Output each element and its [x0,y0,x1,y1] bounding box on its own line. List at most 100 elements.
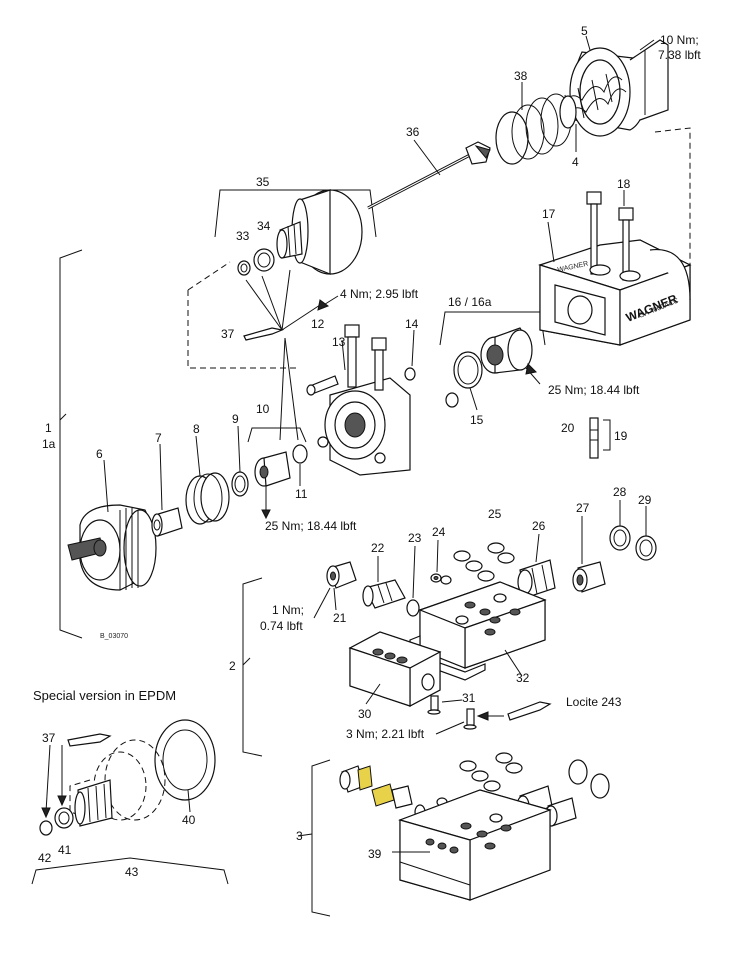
label-24: 24 [432,525,446,539]
part-epdm-piston [74,779,113,827]
label-17: 17 [542,207,556,221]
part-18-screws [586,191,641,282]
notes: Locite 243 Special version in EPDM B_030… [33,633,622,709]
part-41-oring [54,807,74,829]
bracket-group-35 [214,189,377,238]
label-33: 33 [236,229,250,243]
leader-lines [103,35,655,853]
bracket-group-2 [242,577,263,757]
label-1-1a: 1 1a [42,421,56,451]
part-40-seal [154,719,216,801]
torque-5: 10 Nm; 7.38 lbft [658,33,702,62]
part-7-nozzle [151,507,183,537]
label-14: 14 [405,317,419,331]
part-38-spring [495,93,577,165]
bracket-group-10 [247,427,307,443]
part-42-oring [39,820,53,836]
label-37a: 37 [221,327,235,341]
label-1a: 1a [42,437,56,451]
part-37-tube-epdm [67,733,112,747]
arrows-37 [245,269,321,441]
arrow-12 [317,295,339,311]
part-group3-valve [339,765,426,820]
label-9: 9 [232,412,239,426]
label-23: 23 [408,531,422,545]
label-41: 41 [58,843,72,857]
arrows-37-epdm [41,744,67,819]
part-34-oring [253,248,275,272]
label-11: 11 [295,487,308,501]
torque-12: 4 Nm; 2.95 lbft [340,287,419,301]
part-10-fitting [254,451,291,487]
part-20-pin [589,417,599,459]
label-43: 43 [125,865,139,879]
label-15: 15 [470,413,484,427]
label-16: 16 / 16a [448,295,492,309]
label-4: 4 [572,155,579,169]
torque-5-line2: 7.38 lbft [658,48,701,62]
torque-21-line2: 0.74 lbft [260,619,303,633]
label-20: 20 [561,421,575,435]
part-27-fitting [572,561,606,593]
label-21: 21 [333,611,347,625]
label-10: 10 [256,402,270,416]
figure-id: B_03070 [100,633,128,640]
loctite-note: Locite 243 [566,695,622,709]
part-5-housing [569,39,669,137]
label-2: 2 [229,659,236,673]
torque-21: 1 Nm; 0.74 lbft [260,603,307,633]
label-3: 3 [296,829,303,843]
part-36-needle [367,141,491,210]
label-36: 36 [406,125,420,139]
part-12-screw [306,375,339,396]
label-29: 29 [638,493,652,507]
part-14-oring [404,367,416,381]
label-32: 32 [516,671,530,685]
label-38: 38 [514,69,528,83]
part-35-piston [276,189,363,275]
label-35: 35 [256,175,270,189]
label-12: 12 [311,317,325,331]
part-33-oring [237,260,251,276]
bracket-group-3 [311,759,331,917]
part-15-oring [445,351,483,408]
label-25: 25 [488,507,502,521]
arrow-10-torque [261,486,271,520]
part-30-block [348,631,442,707]
part-17-body: WAGNER GA 4000ACC WAGNER [538,239,692,346]
label-13: 13 [332,335,346,349]
part-39-block [398,789,552,901]
part-24-25-rings [430,542,515,585]
label-6: 6 [96,447,103,461]
part-29-oring [635,535,657,561]
torque-21-line1: 1 Nm; [272,603,304,617]
label-37b: 37 [42,731,56,745]
label-42: 42 [38,851,52,865]
part-37-grease-tube [243,327,285,341]
label-28: 28 [613,485,627,499]
part-loctite-tube [476,701,552,721]
label-1: 1 [45,421,52,435]
label-40: 40 [182,813,196,827]
part-21-nut [326,561,357,589]
bracket-group-43 [31,857,229,885]
part-23-oring [406,599,420,617]
label-30: 30 [358,707,372,721]
label-18: 18 [617,177,631,191]
part-9-ring [231,471,249,497]
label-27: 27 [576,501,590,515]
label-31: 31 [462,691,476,705]
label-22: 22 [371,541,385,555]
part-numbers: 5 38 4 36 35 18 17 33 34 16 / 16a 12 14 … [38,24,652,879]
part-16-fitting [480,327,533,374]
part-22-valve [362,579,406,609]
part-11-oring [292,444,308,464]
label-5: 5 [581,24,588,38]
torque-labels: 10 Nm; 7.38 lbft 4 Nm; 2.95 lbft 25 Nm; … [260,33,702,741]
part-31-screw-b [463,708,477,730]
torque-31: 3 Nm; 2.21 lbft [346,727,425,741]
label-26: 26 [532,519,546,533]
part-gun-head [317,324,411,476]
part-6-aircap [67,504,157,591]
